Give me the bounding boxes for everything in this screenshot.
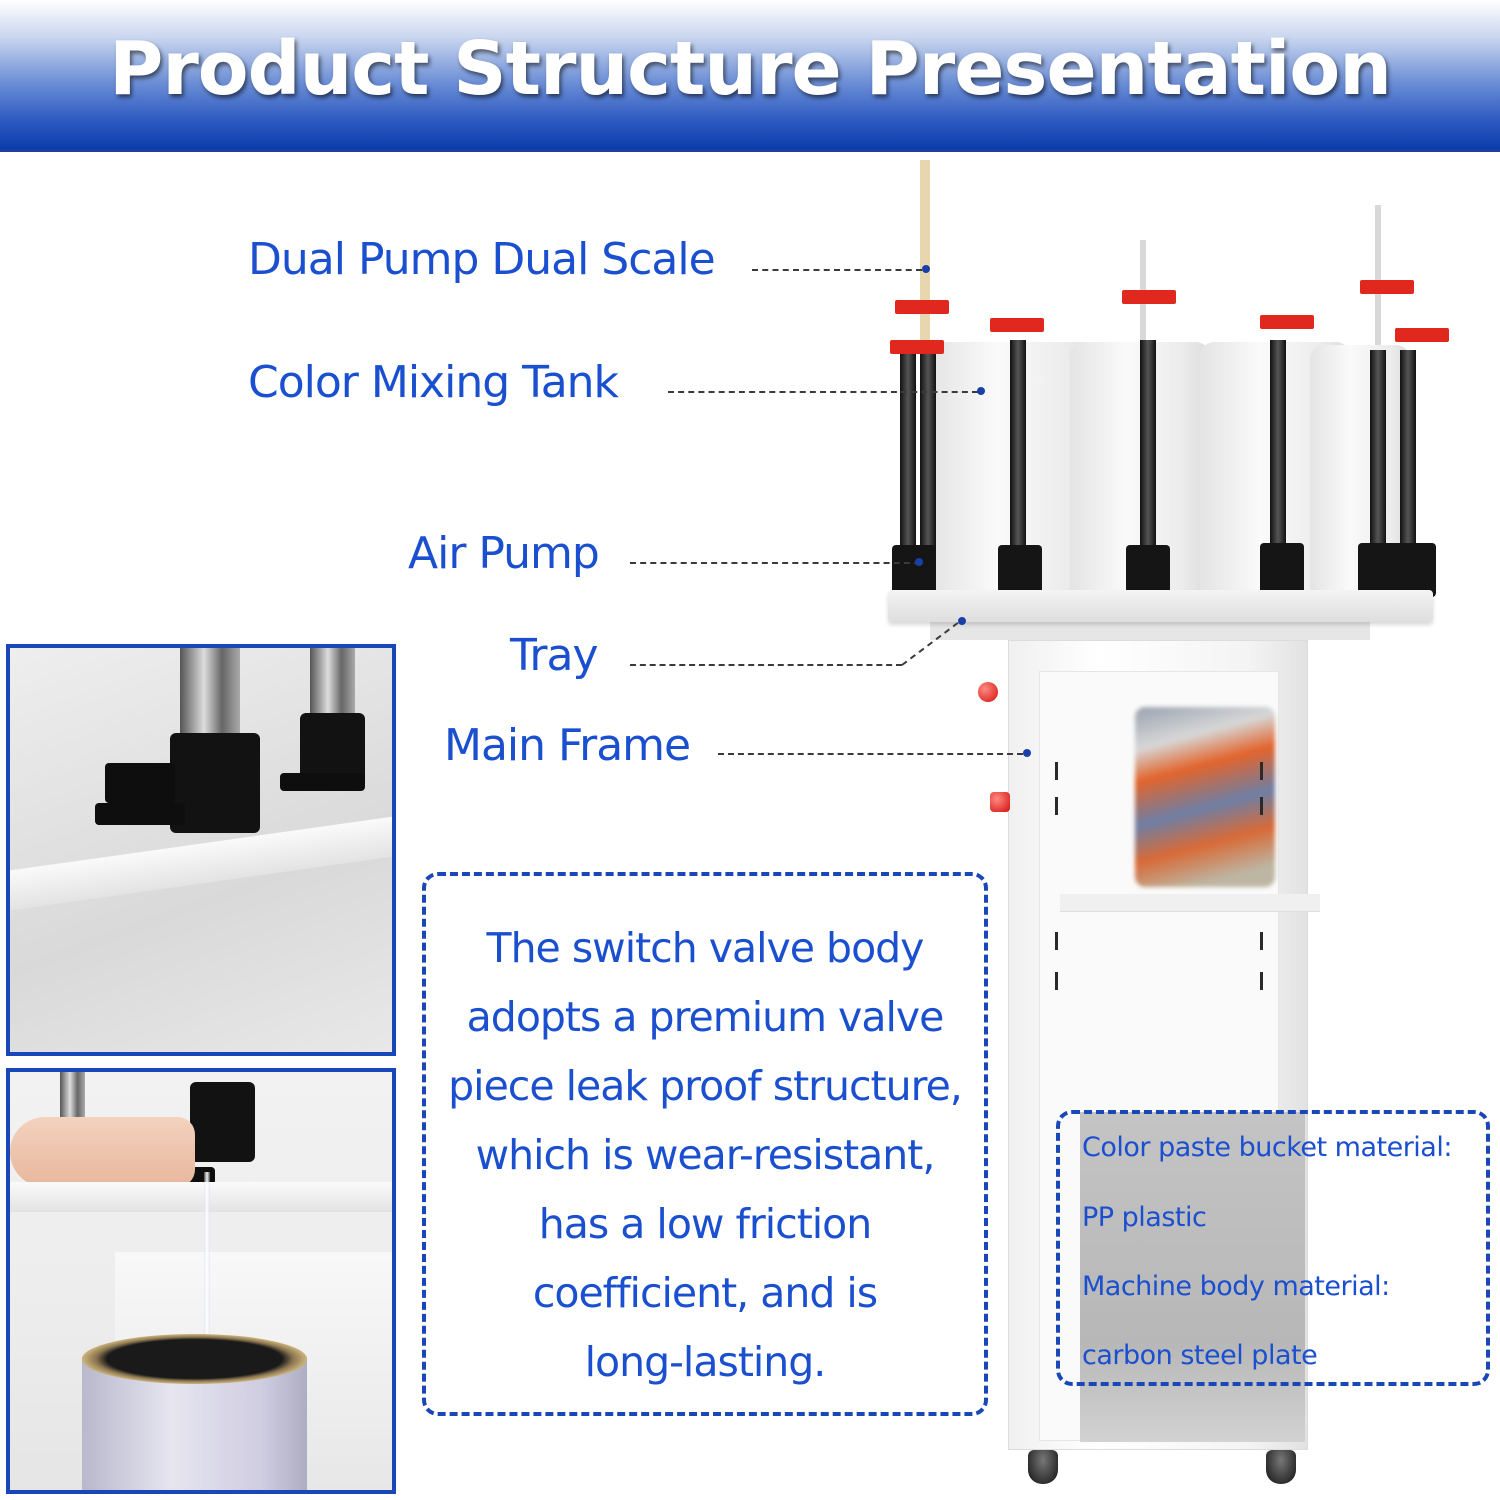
scale-rod <box>1375 205 1381 345</box>
pump-rod <box>1400 350 1416 570</box>
leader-line <box>752 269 922 271</box>
pump-cap <box>990 318 1044 332</box>
slot <box>1055 932 1058 950</box>
pump-cap <box>895 300 949 314</box>
callout-dot <box>958 617 966 625</box>
callout-tray: Tray <box>510 630 599 681</box>
shelf <box>1060 894 1320 912</box>
photo-valve-lever <box>105 763 175 803</box>
leveling-foot <box>1266 1450 1296 1484</box>
pump-rod <box>1370 350 1386 570</box>
slot <box>1055 797 1058 815</box>
slot <box>1260 797 1263 815</box>
valve-dispensing-photo <box>6 1068 396 1494</box>
materials-line: Machine body material: <box>1082 1271 1390 1302</box>
valve-closeup-photo <box>6 644 396 1056</box>
callout-dot <box>1023 749 1031 757</box>
pump-cap <box>1260 315 1314 329</box>
pump-cap <box>890 340 944 354</box>
pump-rod <box>1010 340 1026 570</box>
slot <box>1260 972 1263 990</box>
photo-hand <box>10 1117 195 1187</box>
leader-line <box>630 664 902 666</box>
page-title: Product Structure Presentation <box>109 26 1392 112</box>
valve-description-text: The switch valve body adopts a premium v… <box>426 914 984 1397</box>
photo-cylinder <box>310 648 355 718</box>
pump-rod <box>1140 340 1156 570</box>
callout-color-mixing-tank: Color Mixing Tank <box>248 357 619 408</box>
materials-box: Color paste bucket material: PP plastic … <box>1056 1110 1490 1386</box>
callout-main-frame: Main Frame <box>444 720 691 771</box>
emergency-button <box>990 792 1010 812</box>
slot <box>1055 762 1058 780</box>
valve-description-line: which is wear-resistant, <box>475 1131 936 1179</box>
photo-valve-body <box>170 733 260 833</box>
callout-dot <box>915 558 923 566</box>
callout-dot <box>977 387 985 395</box>
leader-line <box>630 562 920 564</box>
pump-rod <box>1270 340 1286 570</box>
air-pump <box>1392 543 1436 597</box>
valve-description-line: coefficient, and is <box>532 1269 878 1317</box>
callout-air-pump: Air Pump <box>408 528 600 579</box>
materials-line: Color paste bucket material: <box>1082 1132 1452 1163</box>
photo-valve-lever <box>95 803 185 825</box>
tray <box>888 590 1433 622</box>
photo-valve-body <box>190 1082 255 1162</box>
paint-can <box>1135 707 1275 887</box>
valve-description-line: adopts a premium valve <box>466 993 945 1041</box>
slot <box>1055 972 1058 990</box>
callout-dual-pump-dual-scale: Dual Pump Dual Scale <box>248 234 716 285</box>
pump-cap <box>1122 290 1176 304</box>
valve-description-box: The switch valve body adopts a premium v… <box>422 872 988 1416</box>
callout-dot <box>922 265 930 273</box>
scale-rod <box>920 160 930 345</box>
photo-bucket-rim <box>82 1334 307 1384</box>
pump-cap <box>1395 328 1449 342</box>
photo-liquid-stream <box>204 1172 210 1342</box>
pump-rod <box>900 350 916 570</box>
pump-cap <box>1360 280 1414 294</box>
valve-description-line: long-lasting. <box>584 1338 827 1386</box>
bottom-panel <box>1080 1112 1305 1442</box>
photo-shelf <box>10 1182 392 1212</box>
header-banner: Product Structure Presentation <box>0 0 1500 152</box>
valve-description-line: The switch valve body <box>486 924 925 972</box>
leveling-foot <box>1028 1450 1058 1484</box>
valve-description-line: has a low friction <box>538 1200 872 1248</box>
slot <box>1260 762 1263 780</box>
photo-cylinder <box>180 648 240 743</box>
materials-line: PP plastic <box>1082 1202 1207 1233</box>
leader-line <box>668 391 978 393</box>
pressure-knob <box>978 682 998 702</box>
valve-description-line: piece leak proof structure, <box>448 1062 963 1110</box>
tray-support <box>930 620 1370 640</box>
pump-rod <box>920 350 936 570</box>
materials-line: carbon steel plate <box>1082 1340 1318 1371</box>
leader-line <box>718 753 1023 755</box>
photo-valve-lever <box>280 773 365 791</box>
slot <box>1260 932 1263 950</box>
air-pump <box>1260 543 1304 597</box>
frame-inner <box>1039 671 1320 1442</box>
